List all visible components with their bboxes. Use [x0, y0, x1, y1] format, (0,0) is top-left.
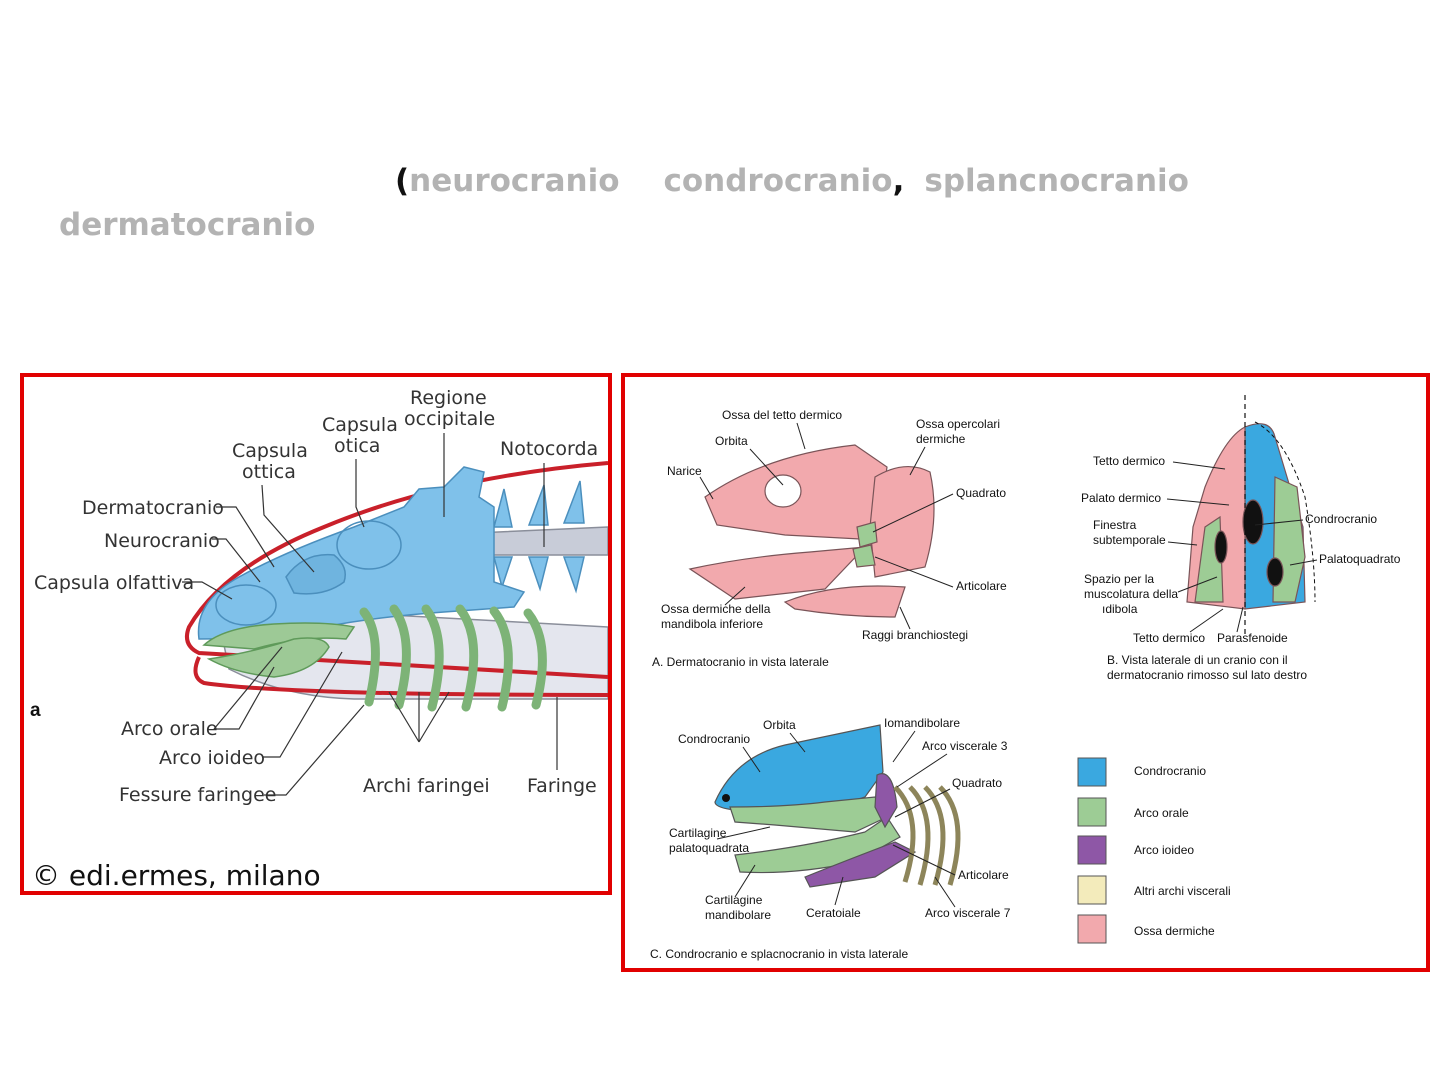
label-archi-faringei: Archi faringei — [363, 775, 490, 797]
C-cart-palato-2: palatoquadrata — [669, 841, 749, 855]
C-orbita: Orbita — [763, 718, 796, 732]
B-spazio-3: ıdibola — [1102, 602, 1138, 616]
term-neurocranio: neurocranio — [409, 163, 620, 199]
B-condrocranio: Condrocranio — [1305, 512, 1377, 526]
term-dermatocranio: dermatocranio — [59, 207, 316, 243]
C-quadrato: Quadrato — [952, 776, 1002, 790]
panel-letter: a — [30, 700, 41, 721]
B-palato-dermico: Palato dermico — [1081, 491, 1161, 505]
label-capsula-ottica-2: ottica — [242, 461, 296, 483]
title-line-2: dermatocranio — [59, 207, 315, 243]
C-arco-visc-7: Arco viscerale 7 — [925, 906, 1011, 920]
label-capsula-otica-1: Capsula — [322, 414, 398, 436]
C-iomandibolare: Iomandibolare — [884, 716, 960, 730]
term-splancnocranio: splancnocranio — [924, 163, 1189, 199]
label-arco-orale: Arco orale — [121, 718, 218, 740]
right-diagram: Ossa del tetto dermico Orbita Narice Oss… — [650, 395, 1401, 961]
A-ossa-tetto: Ossa del tetto dermico — [722, 408, 842, 422]
label-faringe: Faringe — [527, 775, 597, 797]
C-cart-palato-1: Cartilagine — [669, 826, 727, 840]
C-caption: C. Condrocranio e splacnocranio in vista… — [650, 947, 908, 961]
left-figure-panel: Regione occipitale Capsula otica Capsula… — [20, 373, 612, 895]
C-articolare: Articolare — [958, 868, 1009, 882]
A-opercolari-2: dermiche — [916, 432, 966, 446]
B-tetto-dermico: Tetto dermico — [1093, 454, 1165, 468]
label-dermatocranio: Dermatocranio — [82, 497, 224, 519]
B-outline — [1254, 421, 1316, 603]
A-articolare: Articolare — [956, 579, 1007, 593]
label-neurocranio: Neurocranio — [104, 530, 220, 552]
A-opercolari-1: Ossa opercolari — [916, 417, 1000, 431]
open-paren: ( — [395, 163, 410, 199]
legend-label-4: Ossa dermiche — [1134, 924, 1215, 938]
pharyngeal-arches — [359, 604, 547, 712]
B-spazio-2: muscolatura della — [1084, 587, 1178, 601]
C-condrocranio: Condrocranio — [678, 732, 750, 746]
label-arco-ioideo: Arco ioideo — [159, 747, 265, 769]
fig-C-visceral-arches — [893, 785, 961, 886]
comma: , — [892, 163, 905, 199]
A-quadrato: Quadrato — [956, 486, 1006, 500]
legend-swatch-4 — [1077, 914, 1107, 944]
skin-outline-lower — [193, 656, 608, 697]
title-line-1: (neurocranio condrocranio, splancnocranio — [395, 163, 1189, 199]
legend-label-3: Altri archi viscerali — [1134, 884, 1231, 898]
B-palatoquadrato: Palatoquadrato — [1319, 552, 1401, 566]
C-ceratoiale: Ceratoiale — [806, 906, 861, 920]
A-narice: Narice — [667, 464, 702, 478]
A-raggi: Raggi branchiostegi — [862, 628, 968, 642]
copyright: © edi.ermes, milano — [32, 859, 321, 891]
legend-label-2: Arco ioideo — [1134, 843, 1194, 857]
label-capsula-olfattiva: Capsula olfattiva — [34, 572, 194, 594]
label-fessure: Fessure faringee — [119, 784, 276, 806]
B-spazio-1: Spazio per la — [1084, 572, 1154, 586]
B-caption-1: B. Vista laterale di un cranio con il — [1107, 653, 1288, 667]
A-mandibola-2: mandibola inferiore — [661, 617, 763, 631]
B-finestra-1: Finestra — [1093, 518, 1137, 532]
C-arco-visc-3: Arco viscerale 3 — [922, 739, 1008, 753]
olfactory-capsule — [215, 584, 277, 626]
otic-capsule — [336, 520, 402, 570]
optic-capsule — [285, 553, 346, 595]
C-cart-mand-2: mandibolare — [705, 908, 771, 922]
leader-lines-left — [182, 433, 558, 796]
fig-A-skull — [688, 444, 935, 618]
leader-lines-right — [699, 422, 1318, 908]
legend-label-0: Condrocranio — [1134, 764, 1206, 778]
B-tetto-dermico-2: Tetto dermico — [1133, 631, 1205, 645]
right-figure-panel: Ossa del tetto dermico Orbita Narice Oss… — [621, 373, 1430, 972]
skin-outline — [185, 461, 608, 679]
B-caption-2: dermatocranio rimosso sul lato destro — [1107, 668, 1307, 682]
fig-C-skull — [714, 724, 917, 888]
label-occipitale: occipitale — [404, 408, 495, 430]
legend-label-1: Arco orale — [1134, 806, 1189, 820]
legend-swatch-1 — [1077, 797, 1107, 827]
vertebral-spines — [493, 480, 585, 594]
A-orbita: Orbita — [715, 434, 748, 448]
B-finestra-2: subtemporale — [1093, 533, 1166, 547]
A-caption: A. Dermatocranio in vista laterale — [652, 655, 829, 669]
legend-swatch-2 — [1077, 835, 1107, 865]
fig-B-skull — [1186, 423, 1306, 610]
label-regione: Regione — [410, 387, 487, 409]
legend: Condrocranio Arco orale Arco ioideo Altr… — [1077, 757, 1231, 944]
lower-jaw — [206, 637, 330, 678]
C-eye — [722, 794, 730, 802]
legend-swatch-0 — [1077, 757, 1107, 787]
B-parasfenoide: Parasfenoide — [1217, 631, 1288, 645]
legend-swatch-3 — [1077, 875, 1107, 905]
label-capsula-otica-2: otica — [334, 435, 380, 457]
C-cart-mand-1: Cartilagine — [705, 893, 763, 907]
term-condrocranio: condrocranio — [663, 163, 893, 199]
label-capsula-ottica-1: Capsula — [232, 440, 308, 462]
left-diagram: Regione occipitale Capsula otica Capsula… — [30, 387, 608, 891]
label-notocorda: Notocorda — [500, 438, 598, 460]
A-mandibola-1: Ossa dermiche della — [661, 602, 771, 616]
